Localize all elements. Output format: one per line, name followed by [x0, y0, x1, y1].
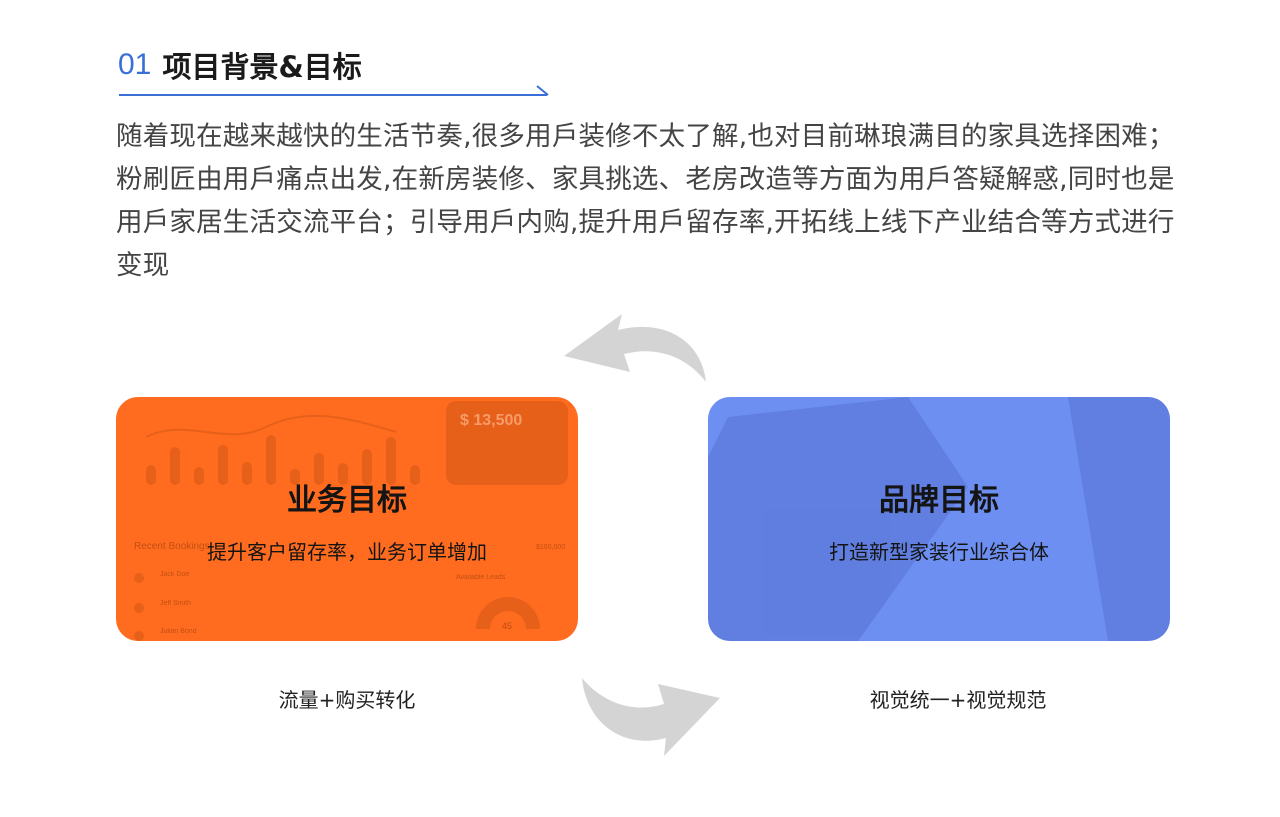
business-goal-title: 业务目标 — [287, 483, 407, 518]
bg-row-name: Jeff Smith — [160, 600, 191, 607]
header-underline — [119, 85, 549, 96]
bg-total: $160,000 — [536, 544, 565, 551]
dashboard-background-graphic: $ 13,500 Recent Bookings Available Leads… — [134, 401, 568, 641]
bg-recent-bookings: Recent Bookings — [134, 541, 210, 552]
bg-row-name: Jack Doe — [160, 571, 189, 578]
brand-goal-card: 品牌目标 打造新型家装行业综合体 — [708, 397, 1170, 641]
section-title: 项目背景&目标 — [162, 50, 362, 84]
business-goal-card: $ 13,500 Recent Bookings Available Leads… — [116, 397, 578, 641]
intro-paragraph: 随着现在越来越快的生活节奏,很多用戶装修不太了解,也对目前琳琅满目的家具选择困难… — [116, 121, 1175, 281]
section-header: 01 项目背景&目标 — [118, 44, 362, 86]
section-number: 01 — [118, 48, 152, 81]
bg-row-name: Julian Bond — [160, 628, 197, 635]
brand-goal-subtitle: 打造新型家装行业综合体 — [829, 540, 1049, 564]
business-goal-subtitle: 提升客户留存率，业务订单增加 — [207, 540, 487, 564]
business-caption: 流量+购买转化 — [278, 688, 416, 712]
brand-caption: 视觉统一+视觉规范 — [869, 688, 1047, 712]
curved-arrow-right-icon — [582, 678, 720, 756]
bg-amount: $ 13,500 — [460, 412, 522, 429]
curved-arrow-left-icon — [564, 314, 706, 382]
bg-available-leads: Available Leads — [456, 574, 506, 581]
hands-photo-background — [708, 397, 1170, 641]
bg-gauge-value: 45 — [502, 621, 512, 631]
brand-goal-title: 品牌目标 — [879, 483, 999, 518]
